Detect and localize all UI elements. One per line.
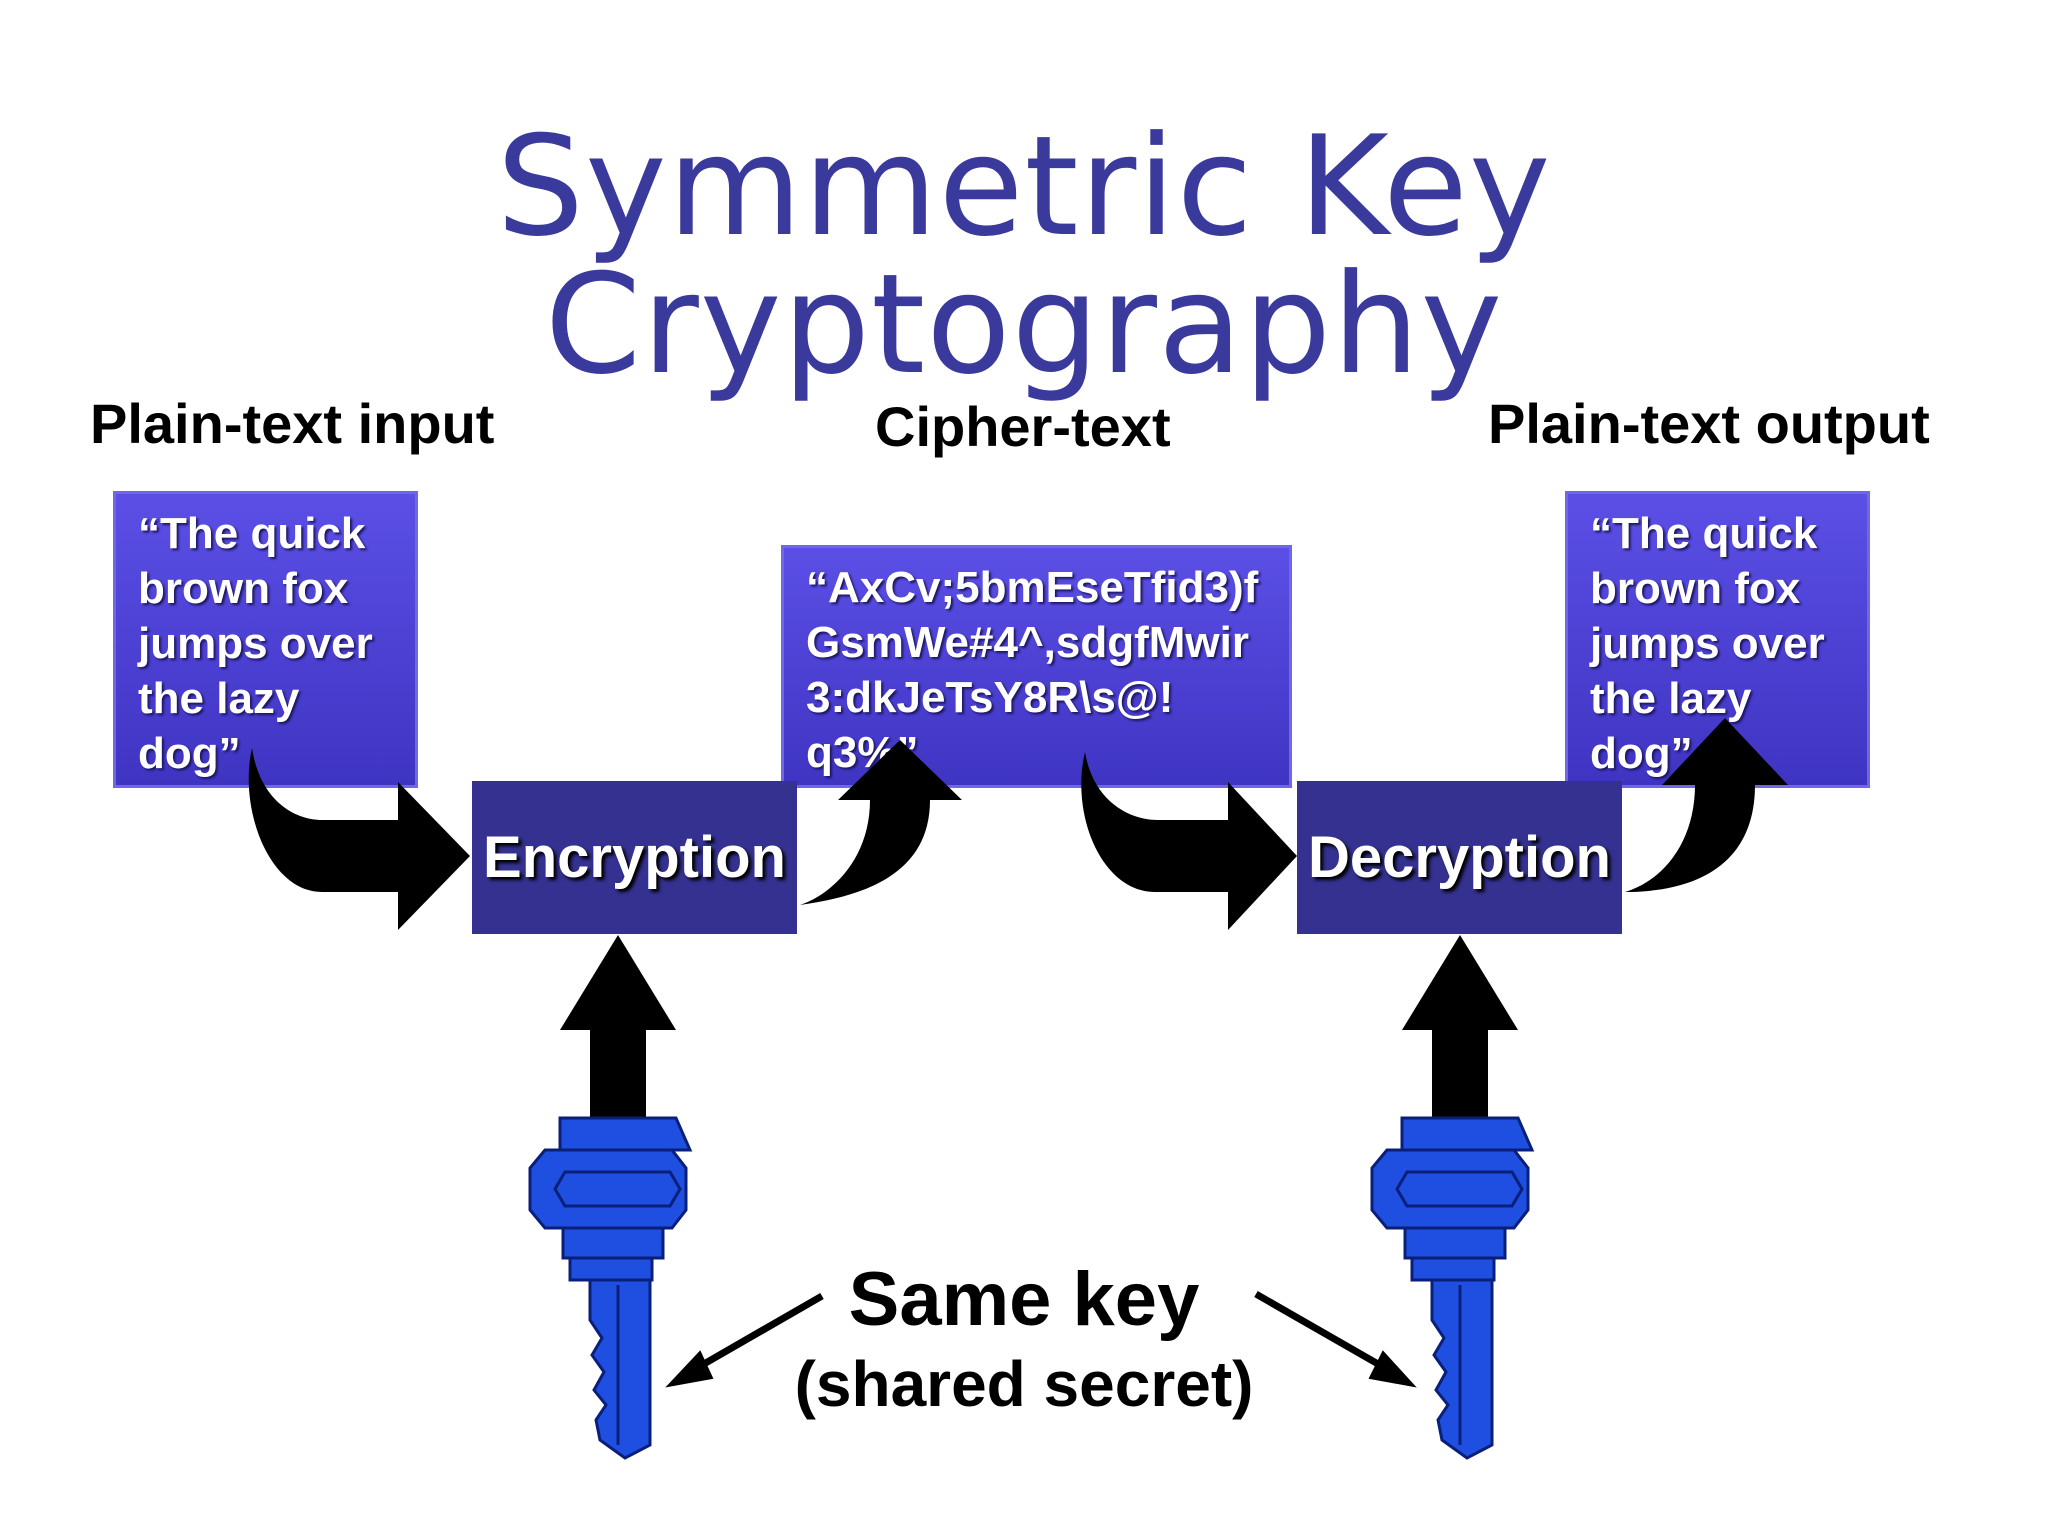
cipher-to-decryption-arrow (1081, 752, 1297, 930)
input-text-line: jumps over (138, 619, 373, 668)
slide-title: Symmetric Key Cryptography (496, 106, 1552, 405)
input-text-line: dog” (138, 729, 241, 778)
input-text-line: “The quick (138, 509, 366, 558)
encryption-label: Encryption (483, 825, 786, 890)
output-text-line: jumps over (1590, 619, 1825, 668)
output-text-line: dog” (1590, 729, 1693, 778)
key-to-decryption-arrow (1402, 935, 1518, 1118)
output-text-line: “The quick (1590, 509, 1818, 558)
same-key-caption: Same key (848, 1257, 1200, 1342)
output-text-line: the lazy (1590, 674, 1752, 723)
decryption-to-output-arrow (1625, 718, 1788, 892)
cipher-text-label: Cipher-text (875, 395, 1171, 458)
decryption-label: Decryption (1308, 825, 1611, 890)
plain-text-output-label: Plain-text output (1488, 392, 1930, 455)
cipher-text-line: 3:dkJeTsY8R\s@! (806, 673, 1174, 722)
encryption-to-cipher-arrow (800, 740, 962, 905)
cipher-text-box: “AxCv;5bmEseTfid3)f GsmWe#4^,sdgfMwir 3:… (781, 545, 1292, 788)
output-text-line: brown fox (1590, 564, 1801, 613)
input-to-encryption-arrow (248, 748, 470, 930)
decryption-box: Decryption (1297, 781, 1622, 934)
left-key-icon (528, 1116, 693, 1460)
cipher-text-line: “AxCv;5bmEseTfid3)f (806, 563, 1259, 612)
plain-text-input-label: Plain-text input (90, 392, 495, 455)
right-key-icon (1370, 1116, 1535, 1460)
encryption-box: Encryption (472, 781, 797, 934)
input-text-line: brown fox (138, 564, 349, 613)
key-to-encryption-arrow (560, 935, 676, 1118)
shared-secret-caption: (shared secret) (794, 1348, 1254, 1420)
input-text-line: the lazy (138, 674, 300, 723)
cipher-text-line: GsmWe#4^,sdgfMwir (806, 618, 1249, 667)
key-pointer-arrows (665, 1290, 1417, 1388)
plain-text-input-box: “The quick brown fox jumps over the lazy… (113, 491, 418, 788)
